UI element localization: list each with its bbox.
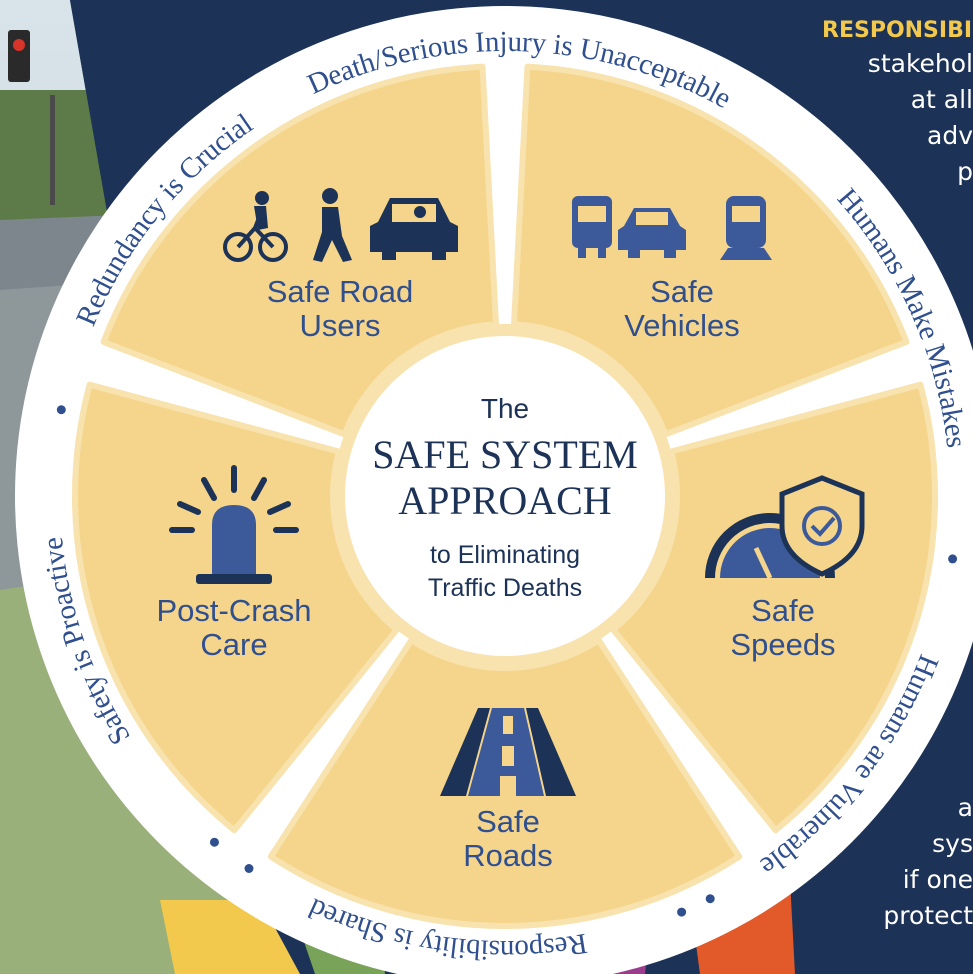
vehicles-icon <box>572 196 772 260</box>
side-line: if one <box>902 865 973 894</box>
side-line: at all <box>910 85 973 114</box>
ring-bullet <box>705 894 715 904</box>
label-safe-roads-2: Roads <box>463 838 553 873</box>
label-post-crash-1: Post-Crash <box>156 593 311 628</box>
side-line: p <box>957 157 973 186</box>
ring-bullet <box>209 837 219 847</box>
label-safe-speeds-2: Speeds <box>730 627 835 662</box>
road-icon <box>440 708 576 796</box>
center-disk <box>345 336 665 656</box>
center-sub-2: Traffic Deaths <box>428 574 582 602</box>
side-line: adv <box>927 121 973 150</box>
label-safe-road-users-2: Users <box>300 308 381 343</box>
label-safe-roads-1: Safe <box>476 804 540 839</box>
side-line: sys <box>932 829 973 858</box>
ring-bullet <box>948 554 958 564</box>
speedometer-shield-icon <box>705 475 865 580</box>
road-users-icon <box>223 188 458 262</box>
center-title-2: APPROACH <box>398 478 611 523</box>
label-safe-vehicles-2: Vehicles <box>624 308 739 343</box>
side-line: a <box>957 793 973 822</box>
side-line: stakehol <box>867 49 973 78</box>
label-safe-vehicles-1: Safe <box>650 274 714 309</box>
label-post-crash-2: Care <box>200 627 267 662</box>
ring-bullet <box>56 405 66 415</box>
siren-icon <box>169 465 299 584</box>
center-the: The <box>481 393 529 424</box>
responsibility-heading: RESPONSIBI <box>822 18 973 43</box>
side-text-top: stakehol at all adv p <box>868 46 973 190</box>
ring-bullet <box>244 864 254 874</box>
label-safe-speeds-1: Safe <box>751 593 815 628</box>
center-title-1: SAFE SYSTEM <box>372 432 638 477</box>
label-safe-road-users-1: Safe Road <box>267 274 414 309</box>
center-sub-1: to Eliminating <box>430 541 580 569</box>
side-text-bottom: a sys if one protect <box>883 790 973 934</box>
side-line: protect <box>883 901 973 930</box>
ring-bullet <box>677 907 687 917</box>
